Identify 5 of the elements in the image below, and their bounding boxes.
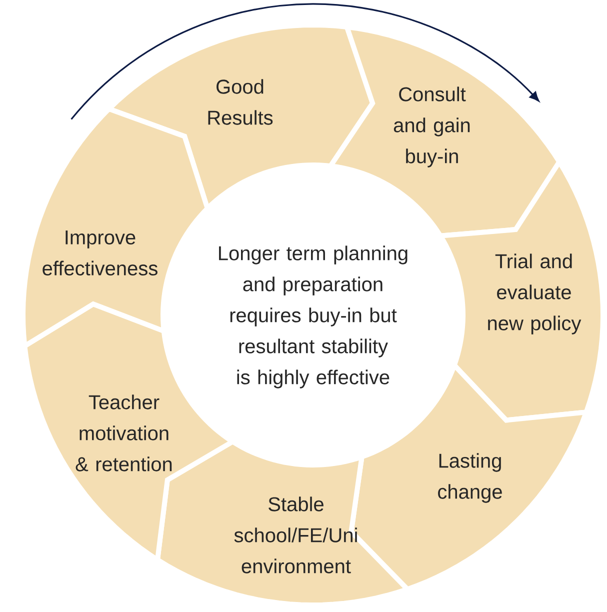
- node-label: Consult and gain buy-in: [394, 86, 470, 168]
- node-label: Stable school/FE/Uni environment: [234, 496, 357, 574]
- node-label: Trial and evaluate new policy: [488, 254, 582, 334]
- node-label: Teacher motivation & retention: [76, 394, 172, 472]
- node-label: Lasting change: [438, 453, 502, 503]
